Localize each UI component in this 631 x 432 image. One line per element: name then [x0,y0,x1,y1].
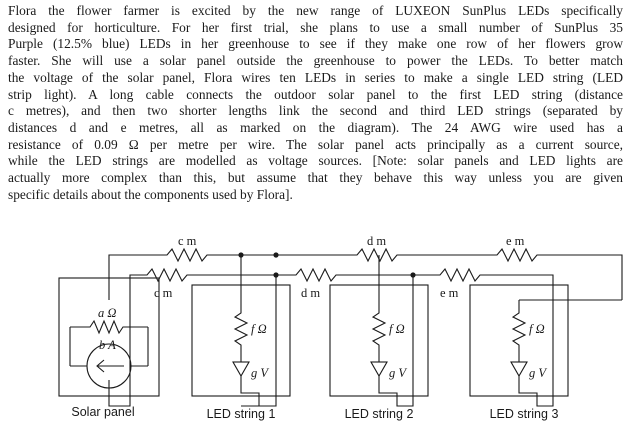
wire-bottom-c-label: c m [154,286,173,300]
wire-bottom-d-label: d m [301,286,320,300]
led-string-1-diode-icon [232,352,250,380]
problem-line-2: designed for horticulture. For her first… [8,19,623,35]
led-string-3-diode-icon [510,352,528,380]
source-resistor [69,319,149,367]
led-string-2-caption: LED string 2 [345,407,414,421]
wire-top-c-label: c m [178,234,197,248]
arrow-left-icon [96,359,124,373]
problem-line-12: specific details about the components us… [8,186,293,202]
problem-line-10: while the LED strings are modelled as vo… [8,153,623,169]
led-string-2-resistor-label: f Ω [389,322,405,336]
led-string-3-caption: LED string 3 [490,407,559,421]
wire-top-e-label: e m [506,234,525,248]
led-string-1-resistor-label: f Ω [251,322,267,336]
led-string-1-resistor [233,300,249,352]
problem-line-11: actually more complex than this, but ass… [8,170,623,186]
led-string-3-voltage-label: g V [529,366,547,380]
problem-line-3: Purple (12.5% blue) LEDs in her greenhou… [8,36,623,52]
led-string-3-resistor-label: f Ω [529,322,545,336]
source-current-label: b A [99,338,116,352]
led-string-2-voltage-label: g V [389,366,407,380]
problem-text: Flora the flower farmer is excited by th… [8,3,623,203]
solar-panel-caption: Solar panel [71,405,134,419]
led-string-3-resistor [511,300,527,352]
wire-top-d-label: d m [367,234,386,248]
wire-bottom-e-label: e m [440,286,459,300]
top-wire [108,247,623,301]
problem-line-6: strip light). A long cable connects the … [8,86,623,102]
current-source-icon [86,343,132,389]
led-string-1-voltage-label: g V [251,366,269,380]
led-string-2-diode-icon [370,352,388,380]
led-string-2-resistor [371,300,387,352]
problem-line-7: c metres), and then two shorter lengths … [8,103,623,119]
problem-line-1: Flora the flower farmer is excited by th… [8,3,623,18]
problem-line-4: faster. She will use a solar panel outsi… [8,53,623,69]
problem-line-5: the voltage of the solar panel, Flora wi… [8,69,623,85]
bottom-wire [108,267,554,407]
led-string-3-box [469,284,569,397]
problem-line-8: distances d and e metres, all as marked … [8,119,623,135]
source-resistor-label: a Ω [98,306,116,320]
led-string-1-caption: LED string 1 [207,407,276,421]
problem-line-9: resistance of 0.09 Ω per metre per wire.… [8,136,623,152]
